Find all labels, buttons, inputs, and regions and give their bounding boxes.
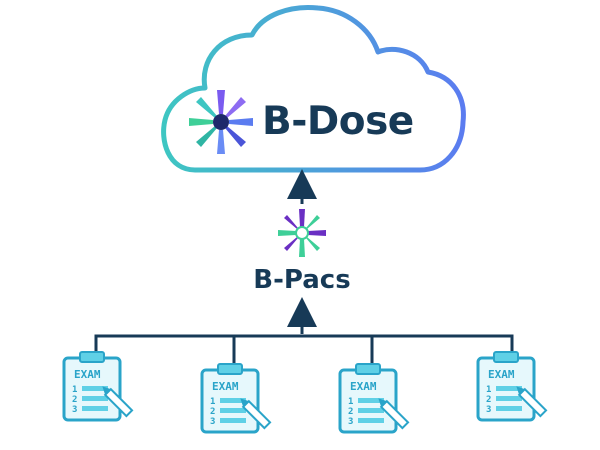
exam-line-2: 2 <box>72 395 77 405</box>
exam-clipboard-1: EXAM 1 2 3 <box>62 351 134 422</box>
exam-clipboard-3: EXAM 1 2 3 <box>338 363 410 434</box>
pencil-icon <box>378 398 410 430</box>
exam-line-1: 1 <box>72 385 77 395</box>
cloud-title: B-Dose <box>262 99 414 144</box>
exam-title: EXAM <box>74 368 101 381</box>
exam-line-3: 3 <box>210 417 215 427</box>
exam-line-2: 2 <box>348 407 353 417</box>
exam-line-1: 1 <box>210 397 215 407</box>
pencil-icon <box>240 398 272 430</box>
exam-title: EXAM <box>212 380 239 393</box>
exam-line-2: 2 <box>210 407 215 417</box>
exam-line-1: 1 <box>486 385 491 395</box>
exam-title: EXAM <box>488 368 515 381</box>
pacs-label: B-Pacs <box>253 265 351 295</box>
exam-clipboard-2: EXAM 1 2 3 <box>200 363 272 434</box>
exam-line-3: 3 <box>486 405 491 415</box>
starburst-small-icon <box>278 209 326 257</box>
starburst-logo-icon <box>189 90 253 154</box>
exam-line-2: 2 <box>486 395 491 405</box>
cloud-shape <box>161 4 466 173</box>
exam-title: EXAM <box>350 380 377 393</box>
connector-bus <box>94 334 514 364</box>
exam-line-3: 3 <box>348 417 353 427</box>
pencil-icon <box>516 386 548 418</box>
exam-clipboard-4: EXAM 1 2 3 <box>476 351 548 422</box>
exam-line-3: 3 <box>72 405 77 415</box>
pencil-icon <box>102 386 134 418</box>
exam-line-1: 1 <box>348 397 353 407</box>
